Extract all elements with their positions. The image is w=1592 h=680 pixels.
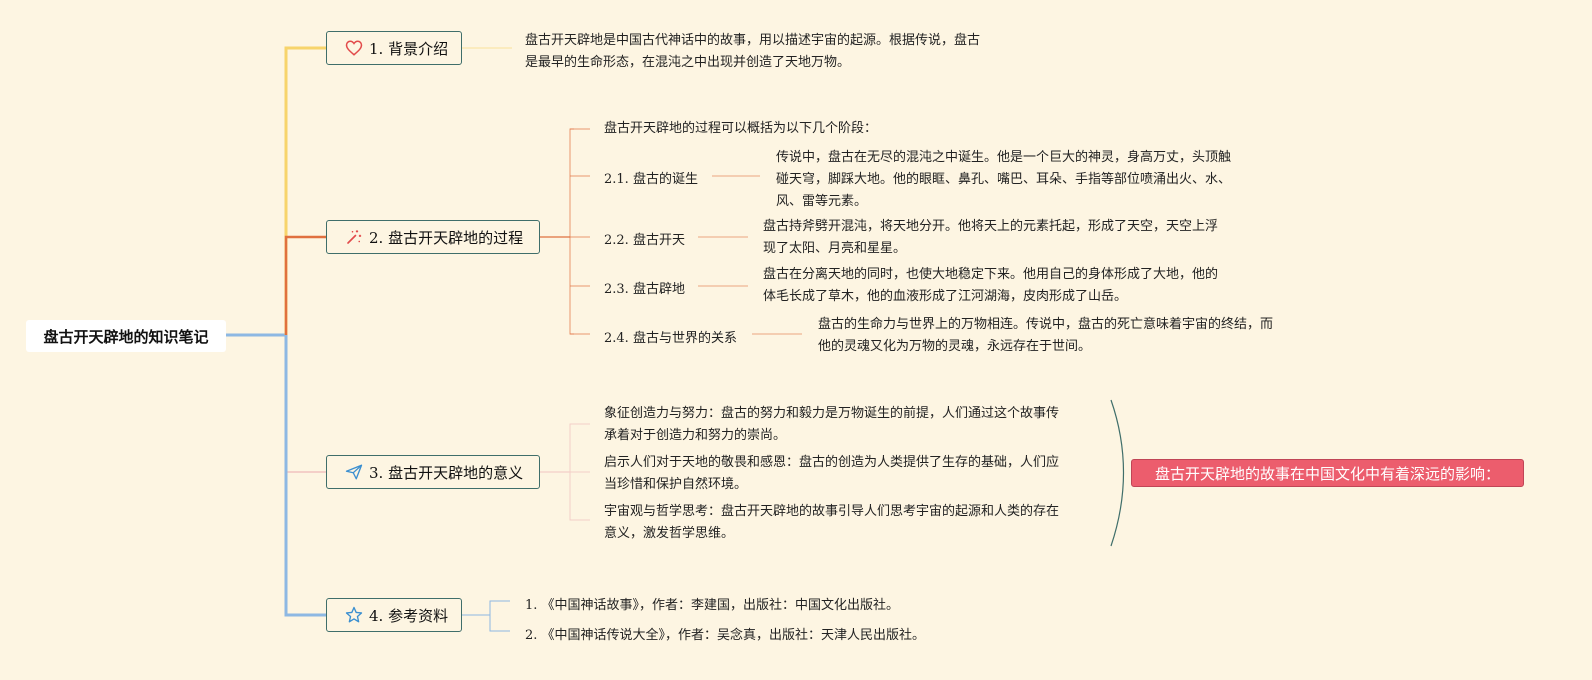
process-intro: 盘古开天辟地的过程可以概括为以下几个阶段： [604,121,878,136]
meaning-item-philosophy: 宇宙观与哲学思考：盘古开天辟地的故事引导人们思考宇宙的起源和人类的存在 意义，激… [604,504,1060,541]
heart-icon [345,40,363,56]
stage-world[interactable]: 2.4. 盘古与世界的关系 [604,331,737,346]
meaning-item-creativity: 象征创造力与努力：盘古的努力和毅力是万物诞生的前提，人们通过这个故事传 承着对于… [604,406,1060,443]
root-title: 盘古开天辟地的知识笔记 [43,327,209,346]
star-icon [345,606,363,623]
stage-world-text: 盘古的生命力与世界上的万物相连。传说中，盘古的死亡意味着宇宙的终结，而 他的灵魂… [818,317,1274,354]
stage-birth-text: 传说中，盘古在无尽的混沌之中诞生。他是一个巨大的神灵，身高万丈，头顶触 碰天穹，… [776,150,1232,209]
branch-background[interactable]: 1. 背景介绍 [326,31,462,65]
reference-item-2: 2. 《中国神话传说大全》，作者：吴念真，出版社：天津人民出版社。 [525,628,926,643]
branch-label: 2. 盘古开天辟地的过程 [369,228,524,247]
paper-plane-icon [345,464,363,480]
magic-wand-icon [347,230,362,244]
reference-item-1: 1. 《中国神话故事》，作者：李建国，出版社：中国文化出版社。 [525,598,900,613]
background-text: 盘古开天辟地是中国古代神话中的故事，用以描述宇宙的起源。根据传说，盘古 是最早的… [525,33,981,70]
meaning-item-reverence: 启示人们对于天地的敬畏和感恩：盘古的创造为人类提供了生存的基础，人们应 当珍惜和… [604,455,1060,492]
stage-open-sky[interactable]: 2.2. 盘古开天 [604,233,685,248]
stage-open-sky-text: 盘古持斧劈开混沌，将天地分开。他将天上的元素托起，形成了天空，天空上浮 现了太阳… [763,219,1219,256]
branch-label: 4. 参考资料 [369,606,449,625]
root-node[interactable]: 盘古开天辟地的知识笔记 [26,320,226,352]
branch-references[interactable]: 4. 参考资料 [326,598,462,632]
branch-process[interactable]: 2. 盘古开天辟地的过程 [326,220,540,254]
branch-meaning[interactable]: 3. 盘古开天辟地的意义 [326,455,540,489]
stage-earth-text: 盘古在分离天地的同时，也使大地稳定下来。他用自己的身体形成了大地，他的 体毛长成… [763,267,1219,304]
branch-label: 3. 盘古开天辟地的意义 [369,463,524,482]
meaning-summary[interactable]: 盘古开天辟地的故事在中国文化中有着深远的影响： [1131,459,1524,487]
stage-birth[interactable]: 2.1. 盘古的诞生 [604,172,698,187]
stage-earth[interactable]: 2.3. 盘古辟地 [604,282,685,297]
branch-label: 1. 背景介绍 [369,39,449,58]
